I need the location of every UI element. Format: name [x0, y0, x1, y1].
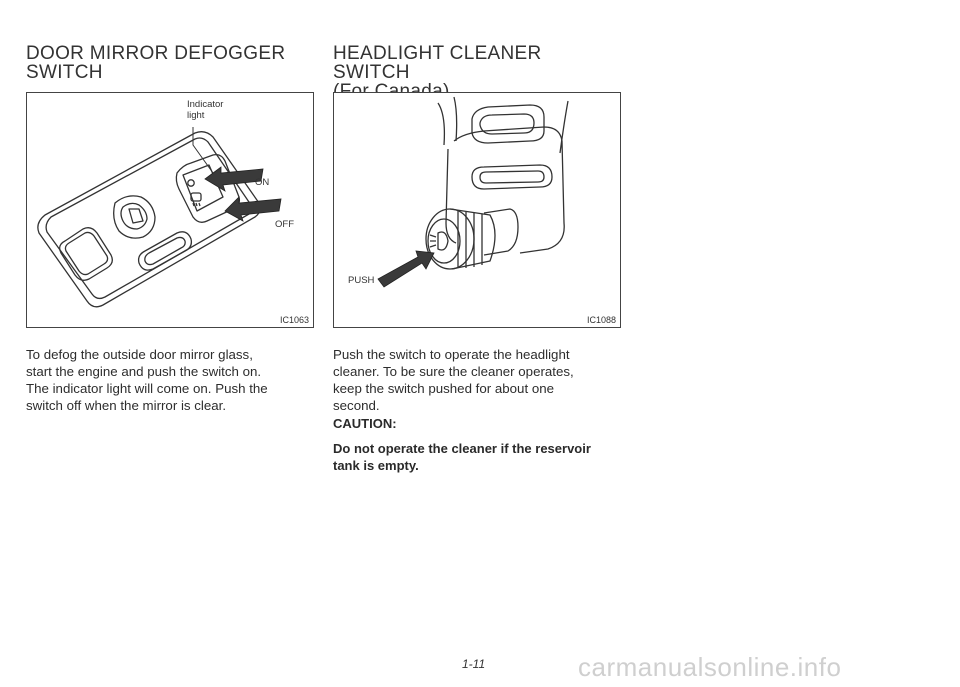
headlight-cleaner-drawing [377, 96, 569, 288]
para-line: start the engine and push the switch on. [26, 364, 262, 379]
off-label: OFF [275, 219, 294, 230]
page-number: 1-11 [462, 657, 486, 671]
door-mirror-defogger-heading: DOOR MIRROR DEFOGGER SWITCH [26, 44, 285, 82]
figure-code: IC1088 [586, 315, 616, 325]
para-line: keep the switch pushed for about one [333, 381, 555, 396]
heading-line-1: HEADLIGHT CLEANER SWITCH [333, 43, 542, 83]
para-line: The indicator light will come on. Push t… [26, 381, 268, 396]
para-line: cleaner. To be sure the cleaner operates… [333, 364, 574, 379]
defogger-switch-drawing [37, 127, 282, 308]
caution-text: Do not operate the cleaner if the reserv… [333, 440, 619, 474]
caution-heading: CAUTION: [333, 416, 397, 431]
indicator-light-label: Indicator light [187, 99, 223, 121]
heading-line-1: DOOR MIRROR DEFOGGER [26, 43, 286, 64]
para-line: Push the switch to operate the headlight [333, 347, 570, 362]
para-line: To defog the outside door mirror glass, [26, 347, 253, 362]
push-label: PUSH [348, 275, 375, 286]
heading-line-2: SWITCH [26, 62, 103, 83]
defogger-switch-illustration: Indicator light ON OFF IC1063 [26, 92, 314, 328]
caution-line: Do not operate the cleaner if the reserv… [333, 441, 591, 456]
caution-line: tank is empty. [333, 458, 419, 473]
headlight-cleaner-illustration: PUSH IC1088 [333, 92, 621, 328]
headlight-cleaner-instructions: Push the switch to operate the headlight… [333, 346, 615, 414]
para-line: second. [333, 398, 380, 413]
indicator-label-line-2: light [187, 110, 205, 121]
para-line: switch off when the mirror is clear. [26, 398, 227, 413]
indicator-label-line-1: Indicator [187, 99, 224, 110]
watermark: carmanualsonline.info [578, 652, 842, 682]
figure-code: IC1063 [279, 315, 309, 325]
on-label: ON [255, 177, 270, 188]
defogger-instructions: To defog the outside door mirror glass, … [26, 346, 308, 414]
